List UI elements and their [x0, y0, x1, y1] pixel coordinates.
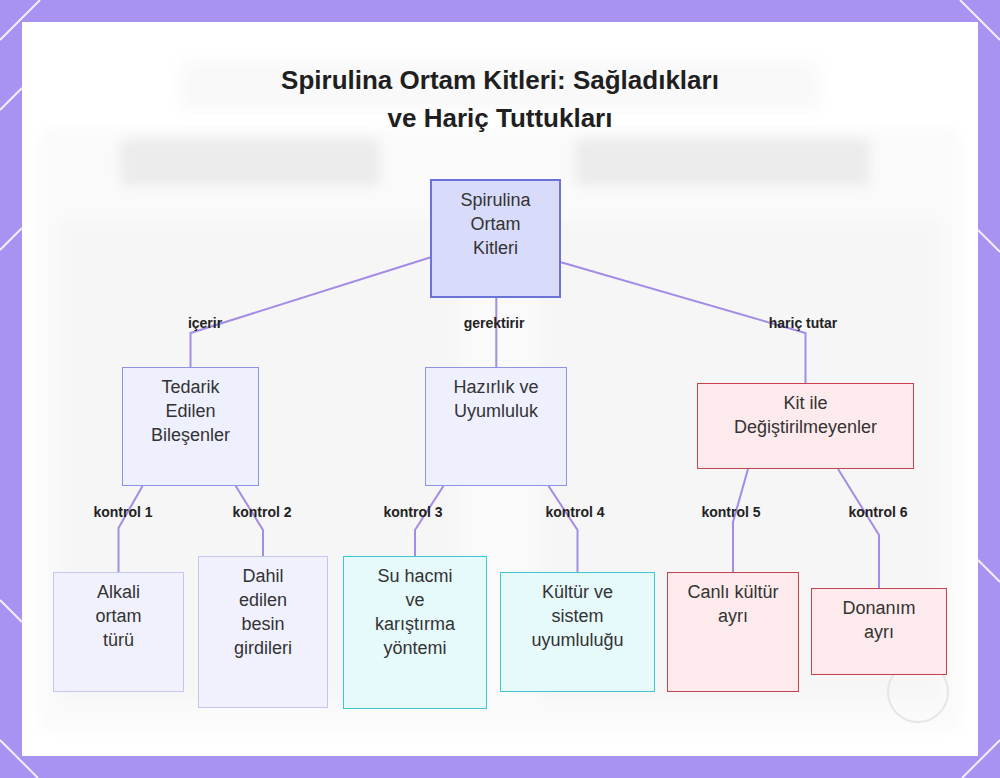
category-box: Tedarik Edilen Bileşenler [122, 367, 259, 486]
exclusion-item: Canlı kültür ayrı [667, 572, 799, 692]
node-label: Kit ile Değiştirilmeyenler [721, 391, 891, 439]
blurred-backdrop [40, 60, 960, 730]
node-label: Tedarik Edilen Bileşenler [143, 375, 238, 447]
edge-label: kontrol 5 [698, 504, 763, 520]
category-box: Hazırlık ve Uyumluluk [425, 367, 567, 486]
exclusion-item: Donanım ayrı [811, 588, 947, 675]
edge-label: kontrol 3 [380, 504, 445, 520]
connector-line [838, 469, 879, 588]
edge-label: içerir [185, 315, 225, 331]
node-label: Kültür ve sistem uyumluluğu [528, 580, 628, 652]
node-label: Alkali ortam türü [84, 580, 154, 652]
check-box: Kültür ve sistem uyumluluğu [500, 572, 655, 692]
root-box: Spirulina Ortam Kitleri [430, 179, 561, 298]
node-label: Spirulina Ortam Kitleri [453, 188, 538, 260]
connector-line [495, 298, 497, 367]
connector-line [119, 486, 143, 572]
connector-line [415, 486, 443, 556]
edge-label: kontrol 2 [229, 504, 294, 520]
check-box: Alkali ortam türü [53, 572, 184, 692]
node-label: Su hacmi ve karıştırma yöntemi [370, 564, 460, 660]
edge-label: kontrol 6 [845, 504, 910, 520]
node-label: Donanım ayrı [834, 596, 924, 644]
node-label: Hazırlık ve Uyumluluk [441, 375, 551, 423]
connector-line [191, 258, 431, 367]
node-label: Dahil edilen besin girdileri [226, 564, 301, 660]
connector-line [733, 469, 748, 572]
connector-line [549, 486, 578, 572]
edge-label: gerektirir [461, 315, 528, 331]
diagram-title: Spirulina Ortam Kitleri: Sağladıkları ve… [265, 61, 735, 137]
connector-line [236, 486, 263, 556]
edge-label: kontrol 4 [542, 504, 607, 520]
card [22, 22, 978, 756]
check-box: Dahil edilen besin girdileri [198, 556, 328, 708]
exclusion-box: Kit ile Değiştirilmeyenler [697, 383, 914, 469]
edge-label: kontrol 1 [90, 504, 155, 520]
node-label: Canlı kültür ayrı [687, 580, 779, 628]
check-box: Su hacmi ve karıştırma yöntemi [343, 556, 487, 709]
edge-label: hariç tutar [766, 315, 840, 331]
